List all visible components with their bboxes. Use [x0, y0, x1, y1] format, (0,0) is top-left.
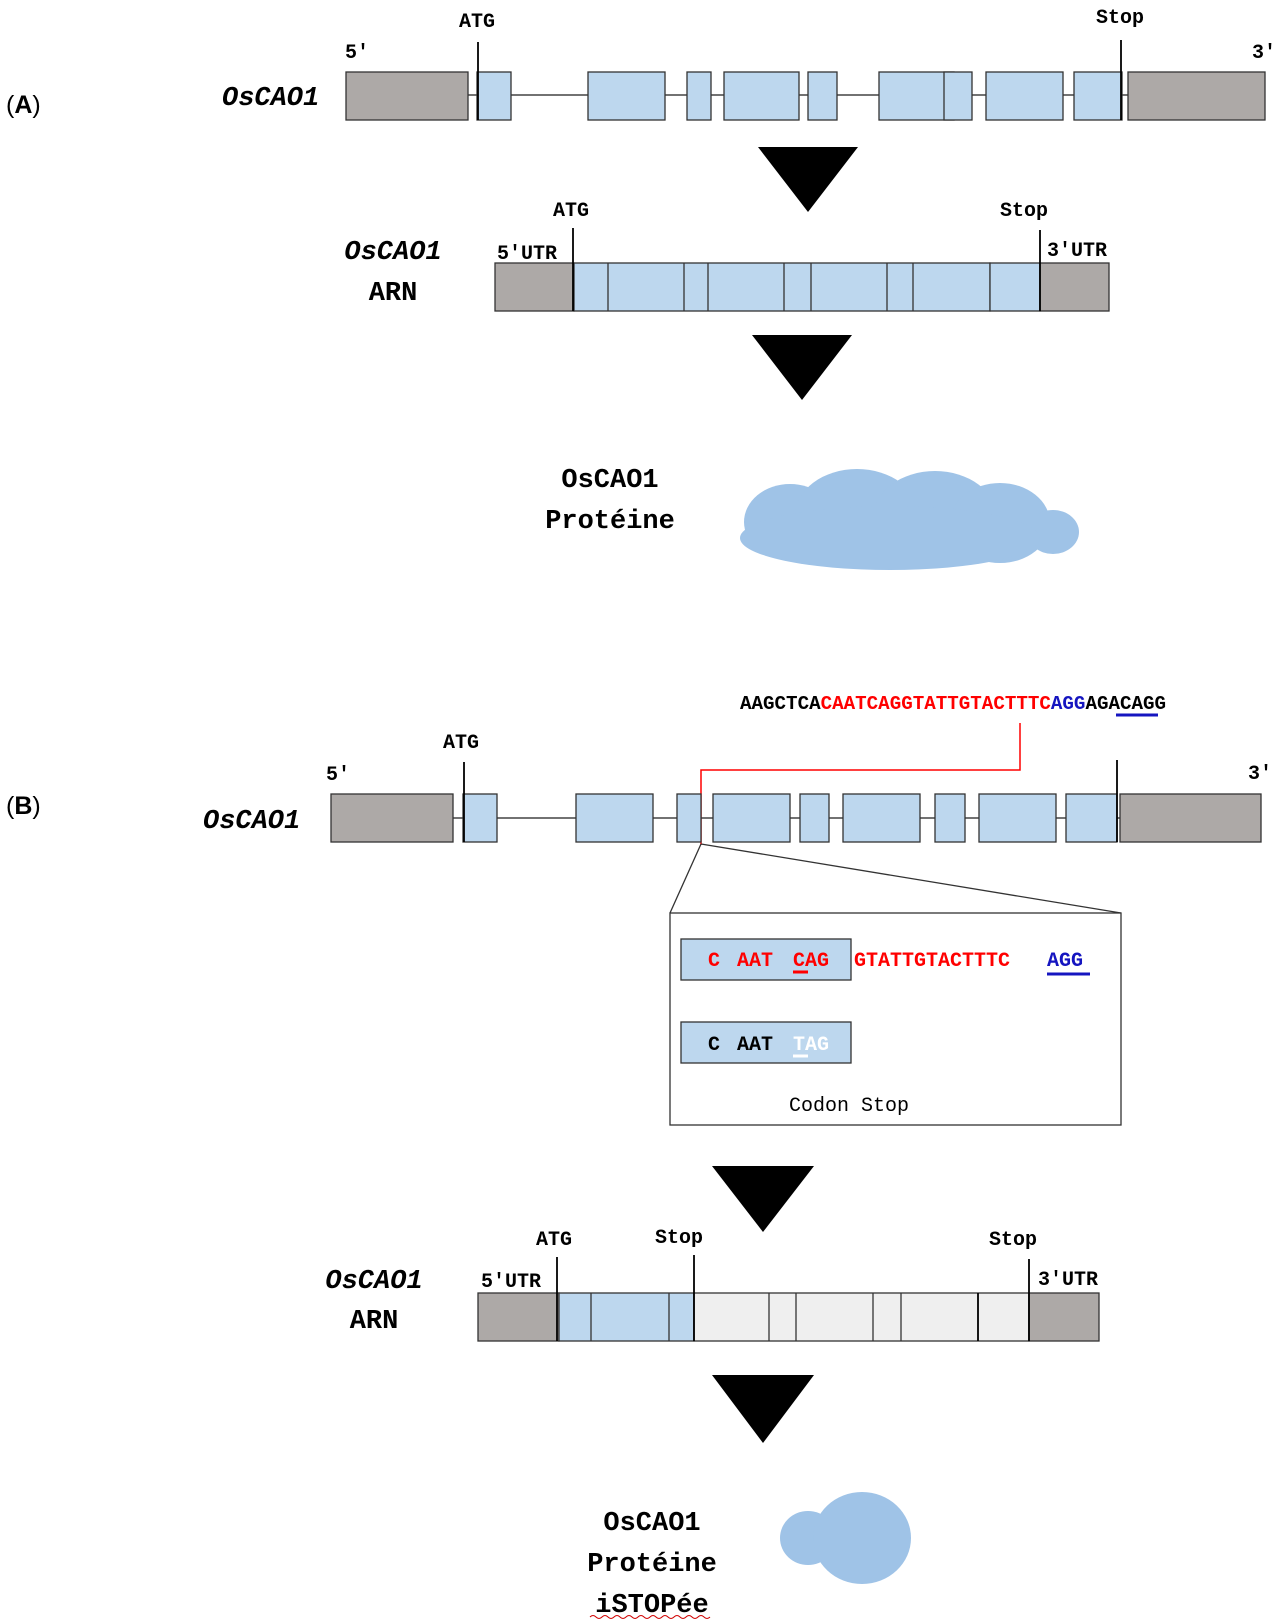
- panel-b-zoom-line-right: [700, 843, 1122, 914]
- panel-a-atg-label: ATG: [459, 11, 495, 34]
- panel-b-protein-blob-icon: [780, 1492, 911, 1584]
- panel-a-exon-1: [476, 71, 512, 121]
- panel-a-exon-8: [985, 71, 1064, 121]
- panel-b-protein: OsCAO1 Protéine iSTOPée: [587, 1492, 911, 1621]
- panel-a-protein-label: Protéine: [545, 507, 675, 537]
- panel-b-rna-atg: ATG: [536, 1229, 572, 1252]
- panel-b-original-rest: GTATTGTACTTTC: [854, 950, 1010, 973]
- panel-b-spellcheck-underline: [589, 1615, 711, 1619]
- panel-a-utr5-label: 5′UTR: [497, 243, 557, 266]
- panel-b-edited-exon: [680, 1021, 852, 1064]
- panel-b-exon-4: [712, 793, 791, 843]
- panel-b-rna-label: ARN: [350, 1307, 399, 1337]
- panel-b-utr3-box: [1119, 793, 1262, 843]
- panel-a-rna-utr3: [1039, 262, 1110, 312]
- panel-b-protein-label: Protéine: [587, 1550, 717, 1580]
- panel-b-rna-stop: Stop: [989, 1229, 1037, 1252]
- panel-a-rna-label: ARN: [369, 279, 418, 309]
- panel-b-label: (B): [6, 792, 41, 820]
- panel-b-rna-utr5: [477, 1292, 560, 1342]
- panel-b-atg-label: ATG: [443, 732, 479, 755]
- panel-b-original-exon: [680, 938, 852, 981]
- panel-a-utr3-box: [1127, 71, 1266, 121]
- panel-b-exon-6: [842, 793, 921, 843]
- panel-b-gene-name: OsCAO1: [203, 807, 300, 837]
- panel-a-exon-3: [686, 71, 712, 121]
- panel-a: (A) OsCAO1 5′ 3′ ATG Stop OsCAO1: [6, 7, 1276, 570]
- panel-a-stop-label: Stop: [1096, 7, 1144, 30]
- panel-b-five-prime: 5′: [326, 764, 350, 787]
- panel-b-utr5-label: 5′UTR: [481, 1271, 541, 1294]
- panel-b-utr3-label: 3′UTR: [1038, 1269, 1098, 1292]
- panel-a-rna-stop: Stop: [1000, 200, 1048, 223]
- panel-a-protein-name: OsCAO1: [561, 466, 658, 496]
- panel-a-rna-utr5: [494, 262, 575, 312]
- panel-a-utr3-label: 3′UTR: [1047, 240, 1107, 263]
- panel-b-exon-1: [462, 793, 498, 843]
- panel-a-exon-4: [723, 71, 800, 121]
- panel-a-rna: OsCAO1 ARN 5′UTR 3′UTR ATG Stop: [344, 200, 1110, 312]
- panel-a-exon-9: [1073, 71, 1123, 121]
- panel-b-utr5-box: [330, 793, 454, 843]
- panel-a-rna-gene: OsCAO1: [344, 238, 441, 268]
- panel-a-exon-2: [587, 71, 666, 121]
- panel-a-rna-atg: ATG: [553, 200, 589, 223]
- panel-b-codon-stop-caption: Codon Stop: [789, 1095, 909, 1118]
- panel-b-zoom-line-left: [669, 843, 702, 914]
- panel-b-rna-gene: OsCAO1: [325, 1267, 422, 1297]
- panel-a-rna-cds: [573, 262, 991, 312]
- panel-b: (B) AAGCTCACAATCAGGTATTGTACTTTCAGGAGACAG…: [6, 693, 1272, 1621]
- panel-a-arrow-1: [758, 147, 858, 212]
- panel-a-five-prime: 5′: [345, 42, 369, 65]
- panel-a-gene-model: OsCAO1 5′ 3′ ATG Stop: [222, 7, 1276, 121]
- panel-b-exon-5: [799, 793, 830, 843]
- panel-b-arrow-1: [712, 1166, 814, 1232]
- panel-b-exon-3: [676, 793, 702, 843]
- panel-b-exon-7: [934, 793, 966, 843]
- panel-b-exon-2: [575, 793, 654, 843]
- panel-b-rna-utr3: [1028, 1292, 1100, 1342]
- panel-a-protein-cloud-icon: [740, 469, 1079, 570]
- panel-b-target-sequence: AAGCTCACAATCAGGTATTGTACTTTCAGGAGACAGG: [740, 693, 1166, 715]
- panel-a-rna-last-exon: [989, 262, 1041, 312]
- panel-b-original-pam: AGG: [1047, 950, 1083, 973]
- panel-b-exon-9: [1065, 793, 1118, 843]
- panel-b-exon-8: [978, 793, 1057, 843]
- panel-a-exon-5: [807, 71, 838, 121]
- panel-a-arrow-2: [752, 335, 852, 400]
- panel-a-gene-name: OsCAO1: [222, 84, 319, 114]
- panel-b-arrow-2: [712, 1375, 814, 1443]
- panel-a-protein: OsCAO1 Protéine: [545, 466, 1079, 570]
- panel-a-exon-6: [878, 71, 955, 121]
- panel-b-rna-translated: [558, 1292, 695, 1342]
- panel-b-protein-name: OsCAO1: [603, 1509, 700, 1539]
- panel-b-three-prime: 3′: [1248, 763, 1272, 786]
- panel-b-rna: OsCAO1 ARN 5′UTR 3′UTR ATG Stop Stop: [325, 1227, 1100, 1342]
- panel-b-gene-model: OsCAO1 5′ 3′ ATG: [203, 732, 1272, 843]
- panel-a-exon-7: [943, 71, 973, 121]
- panel-a-three-prime: 3′: [1252, 42, 1276, 65]
- panel-a-label: (A): [6, 91, 41, 119]
- panel-b-rna-stop-early: Stop: [655, 1227, 703, 1250]
- panel-a-utr5-box: [345, 71, 469, 121]
